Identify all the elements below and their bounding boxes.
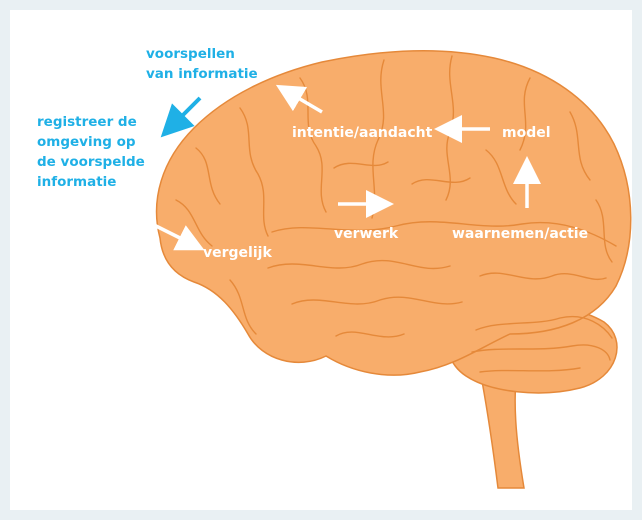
label-model: model <box>502 125 551 141</box>
label-predict: voorspellen van informatie <box>146 46 258 82</box>
label-compare: vergelijk <box>203 245 272 261</box>
label-predict-line-1: voorspellen <box>146 46 235 62</box>
arrow-icon <box>172 98 200 126</box>
brain-illustration <box>157 51 631 488</box>
label-process: verwerk <box>334 226 399 242</box>
label-intention: intentie/aandacht <box>292 125 433 141</box>
label-register-line-2: omgeving op <box>37 134 136 150</box>
label-register: registreer de omgeving op de voorspelde … <box>37 114 150 190</box>
label-register-line-4: informatie <box>37 174 116 190</box>
label-register-line-3: de voorspelde <box>37 154 145 170</box>
label-register-line-1: registreer de <box>37 114 137 130</box>
cerebrum <box>157 51 631 375</box>
label-predict-line-2: van informatie <box>146 66 258 82</box>
label-perceive: waarnemen/actie <box>452 226 588 242</box>
